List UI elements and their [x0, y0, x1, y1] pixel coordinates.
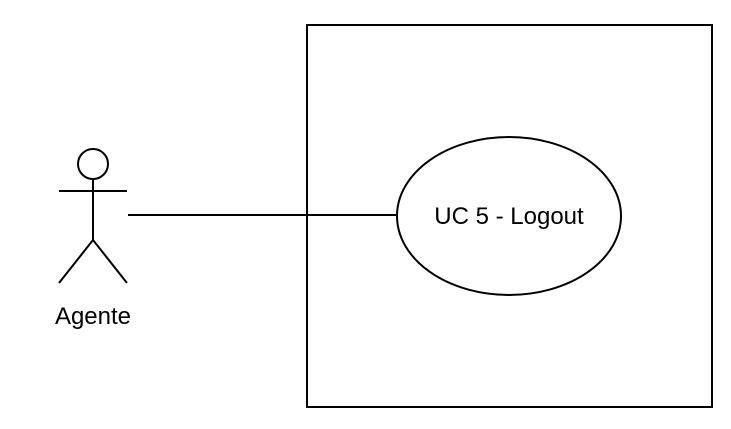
actor-right-leg	[92, 239, 128, 284]
actor-label: Agente	[55, 303, 131, 330]
use-case-ellipse	[396, 136, 622, 296]
actor-figure[interactable]	[58, 148, 128, 284]
use-case-label: UC 5 - Logout	[434, 203, 584, 230]
actor-head	[77, 148, 109, 180]
actor-left-leg	[58, 239, 94, 284]
use-case-logout[interactable]: UC 5 - Logout	[396, 136, 622, 296]
